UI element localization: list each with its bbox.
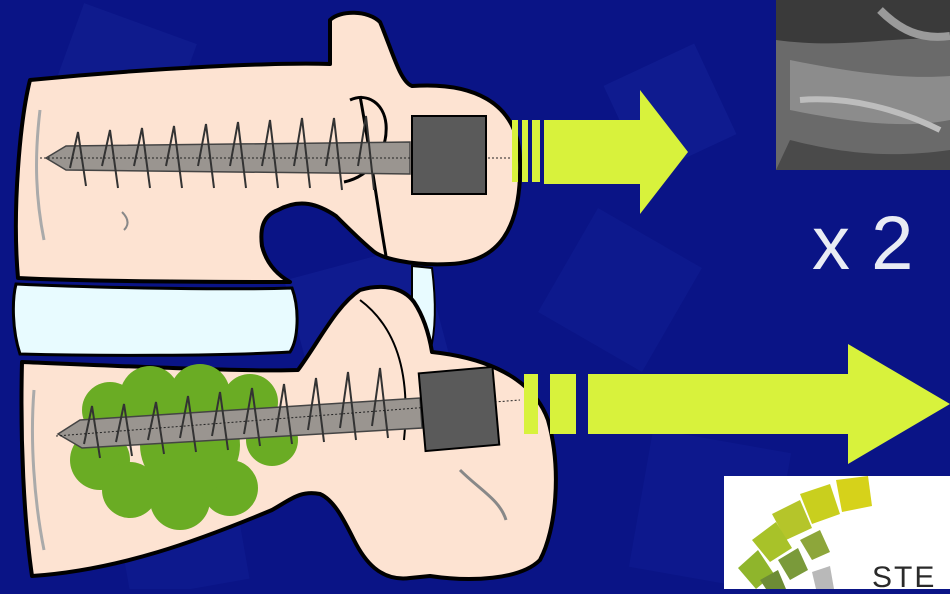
lower-pedicle-screw: [55, 365, 521, 459]
upper-screw-head: [411, 115, 487, 195]
intervertebral-disc: [11, 264, 436, 357]
xray-image: [776, 0, 950, 170]
logo-card: [724, 476, 950, 589]
upper-pedicle-screw: [40, 115, 510, 195]
upper-arrow-icon: [512, 90, 688, 214]
lower-screw-head: [417, 365, 501, 453]
lower-arrow-icon: [524, 344, 950, 464]
logo-emblem-icon: [738, 476, 872, 589]
logo-text: STE: [872, 561, 937, 594]
multiplier-label: x 2: [812, 201, 914, 286]
